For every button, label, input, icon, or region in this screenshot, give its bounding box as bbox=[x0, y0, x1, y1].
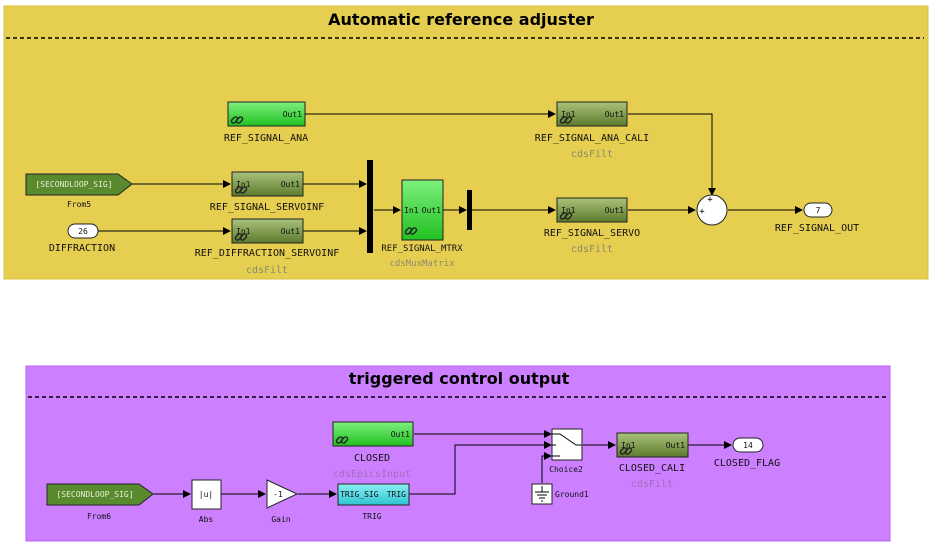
ground-icon bbox=[535, 486, 549, 502]
block-trig[interactable]: TRIG_SIG TRIG TRIG bbox=[337, 483, 410, 521]
wires-top bbox=[98, 110, 803, 235]
goto-tag: [SECONDLOOP_SIG] bbox=[56, 490, 133, 499]
block-sublabel: cdsEpicsInput bbox=[333, 469, 411, 480]
block-sublabel: cdsFilt bbox=[631, 479, 673, 490]
block-gain[interactable]: -1 Gain bbox=[266, 479, 299, 524]
port-in: In1 bbox=[561, 206, 576, 215]
block-label: CLOSED_CALI bbox=[619, 463, 685, 474]
block-ref-signal-servoinf[interactable]: In1 Out1 REF_SIGNAL_SERVOINF bbox=[210, 171, 324, 213]
block-label: REF_DIFFRACTION_SERVOINF bbox=[195, 248, 340, 259]
switch-icon bbox=[552, 433, 582, 457]
goto-tag: [SECONDLOOP_SIG] bbox=[35, 180, 112, 189]
block-label: CLOSED bbox=[354, 453, 390, 464]
block-sublabel: cdsFilt bbox=[571, 244, 613, 255]
block-sublabel: cdsFilt bbox=[246, 265, 288, 276]
port-out: Out1 bbox=[605, 206, 624, 215]
block-diffraction[interactable]: 26 DIFFRACTION bbox=[49, 223, 115, 254]
block-label: From6 bbox=[87, 512, 111, 521]
port-out: Out1 bbox=[281, 227, 300, 236]
port-in: In1 bbox=[561, 110, 576, 119]
port-out: Out1 bbox=[283, 110, 302, 119]
port-out: Out1 bbox=[666, 441, 685, 450]
block-label: CLOSED_FLAG bbox=[714, 458, 780, 469]
sum-icon[interactable]: + + bbox=[696, 194, 728, 226]
block-from5[interactable]: [SECONDLOOP_SIG] From5 bbox=[25, 173, 133, 209]
svg-text:+: + bbox=[707, 195, 713, 205]
block-sublabel: cdsMuxMatrix bbox=[389, 259, 455, 269]
block-label: Abs bbox=[199, 515, 214, 524]
port-in: TRIG_SIG bbox=[340, 490, 379, 499]
area-triggered-control-output[interactable]: triggered control output bbox=[25, 365, 891, 542]
port-out: Out1 bbox=[391, 430, 410, 439]
block-label: REF_SIGNAL_ANA bbox=[224, 133, 308, 144]
port-out: Out1 bbox=[605, 110, 624, 119]
mux-bar-icon[interactable] bbox=[367, 160, 373, 253]
block-ref-signal-mtrx[interactable]: In1 Out1 REF_SIGNAL_MTRX cdsMuxMatrix bbox=[381, 179, 463, 269]
block-label: REF_SIGNAL_ANA_CALI bbox=[535, 133, 649, 144]
block-label: From5 bbox=[67, 200, 91, 209]
block-label: Gain bbox=[271, 515, 290, 524]
block-closed-flag[interactable]: 14 CLOSED_FLAG bbox=[714, 437, 780, 469]
block-label: Choice2 bbox=[549, 465, 583, 474]
block-ref-signal-ana[interactable]: Out1 REF_SIGNAL_ANA bbox=[224, 101, 308, 144]
area-title: triggered control output bbox=[349, 369, 570, 388]
port-out: Out1 bbox=[281, 180, 300, 189]
block-closed-cali[interactable]: In1 Out1 CLOSED_CALI cdsFilt bbox=[616, 432, 689, 490]
wires-bottom bbox=[153, 430, 732, 498]
area-automatic-reference-adjuster[interactable]: Automatic reference adjuster bbox=[3, 5, 929, 280]
port-out: Out1 bbox=[422, 206, 441, 215]
block-label: Ground1 bbox=[555, 490, 589, 499]
block-choice2[interactable]: Choice2 bbox=[549, 428, 583, 474]
gain-icon: -1 bbox=[273, 490, 283, 499]
block-label: TRIG bbox=[362, 512, 381, 521]
block-ref-diffraction-servoinf[interactable]: In1 Out1 REF_DIFFRACTION_SERVOINF cdsFil… bbox=[195, 218, 340, 276]
area-title: Automatic reference adjuster bbox=[328, 10, 594, 29]
port-in: In1 bbox=[621, 441, 636, 450]
abs-icon: |u| bbox=[199, 490, 213, 499]
port-in: In1 bbox=[236, 180, 251, 189]
demux-bar-icon[interactable] bbox=[467, 190, 472, 230]
port-in: In1 bbox=[236, 227, 251, 236]
block-label: DIFFRACTION bbox=[49, 243, 115, 254]
block-ref-signal-ana-cali[interactable]: In1 Out1 REF_SIGNAL_ANA_CALI cdsFilt bbox=[535, 101, 649, 160]
block-sublabel: cdsFilt bbox=[571, 149, 613, 160]
block-label: REF_SIGNAL_SERVOINF bbox=[210, 202, 324, 213]
port-number: 7 bbox=[816, 206, 821, 215]
block-ground1[interactable]: Ground1 bbox=[531, 483, 589, 505]
port-number: 26 bbox=[78, 227, 88, 236]
block-label: REF_SIGNAL_SERVO bbox=[544, 228, 640, 239]
port-number: 14 bbox=[743, 441, 753, 450]
block-abs[interactable]: |u| Abs bbox=[191, 479, 222, 524]
block-from6[interactable]: [SECONDLOOP_SIG] From6 bbox=[46, 483, 154, 521]
port-out: TRIG bbox=[387, 490, 406, 499]
block-label: REF_SIGNAL_MTRX bbox=[381, 244, 463, 254]
block-ref-signal-out[interactable]: 7 REF_SIGNAL_OUT bbox=[775, 202, 859, 234]
block-closed[interactable]: Out1 CLOSED cdsEpicsInput bbox=[332, 421, 414, 480]
svg-text:+: + bbox=[699, 207, 705, 217]
port-in: In1 bbox=[404, 206, 419, 215]
block-ref-signal-servo[interactable]: In1 Out1 REF_SIGNAL_SERVO cdsFilt bbox=[544, 197, 640, 255]
block-label: REF_SIGNAL_OUT bbox=[775, 223, 859, 234]
